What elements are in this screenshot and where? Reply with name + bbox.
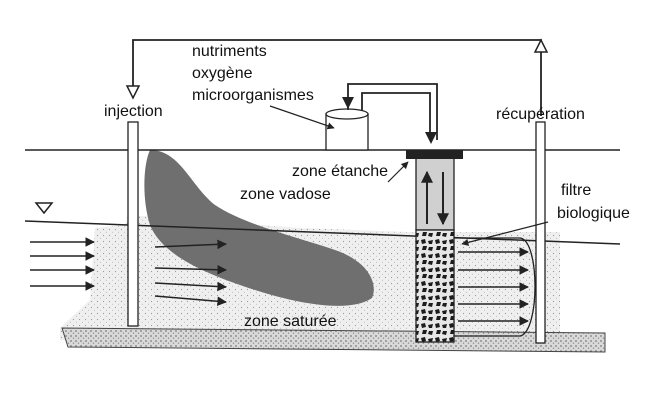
tank-leader	[269, 105, 335, 130]
label-saturated-zone: zone saturée	[244, 313, 337, 330]
tank-column-arrow	[425, 132, 437, 144]
label-recovery: récupération	[496, 106, 585, 123]
label-nutrients: nutriments	[192, 43, 267, 60]
plume-flow-arrows	[154, 239, 227, 307]
sealed-cap	[406, 150, 463, 159]
label-injection: injection	[104, 103, 163, 120]
water-table	[24, 220, 621, 245]
label-filter-line1: filtre	[561, 182, 592, 199]
loop-arrow-up	[533, 38, 549, 53]
label-vadose-zone: zone vadose	[240, 186, 331, 203]
sealed-zone-leader	[387, 161, 409, 183]
label-sealed-zone: zone étanche	[292, 163, 389, 180]
water-table-symbol	[34, 202, 54, 215]
circulation-loop	[132, 39, 542, 116]
contaminant-plume	[144, 150, 374, 306]
surface-tank	[325, 108, 369, 151]
label-filter-line2: biologique	[557, 205, 630, 222]
recovery-well	[535, 121, 546, 344]
filter-enclosure	[454, 237, 536, 337]
groundwater-flow-arrows-left	[30, 237, 95, 291]
loop-arrow-down	[125, 85, 141, 100]
tank-inlet-arrow	[342, 97, 354, 109]
filter-leader	[461, 221, 549, 246]
label-oxygen: oxygène	[192, 65, 253, 82]
treatment-column	[415, 157, 455, 231]
filter-flow-arrows	[458, 247, 529, 326]
label-microorganisms: microorganismes	[192, 87, 314, 104]
biological-filter-gravel	[415, 229, 455, 343]
injection-well	[127, 121, 139, 327]
